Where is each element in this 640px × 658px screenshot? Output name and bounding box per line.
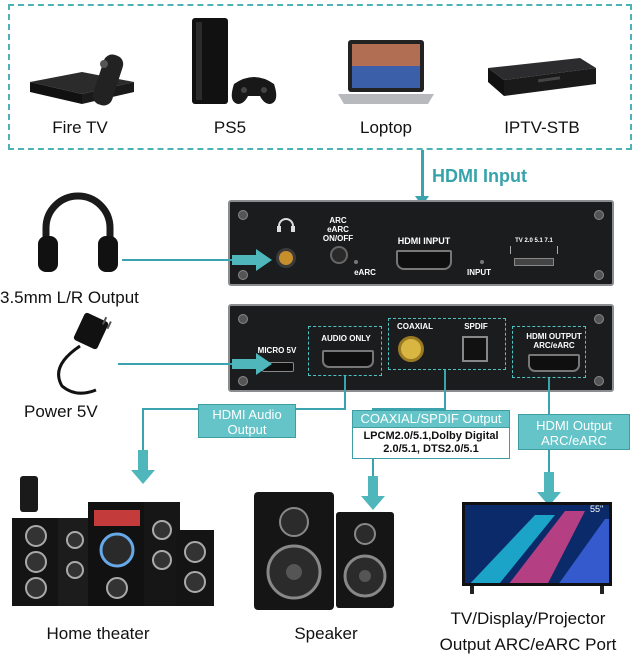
coaxial-label: COAXIAL <box>397 322 433 331</box>
hdmi-input-port-label: HDMI INPUT <box>397 236 451 246</box>
earc-text: eARC <box>327 225 349 234</box>
source-label-fire-tv: Fire TV <box>52 118 108 137</box>
power-adapter-icon <box>57 312 112 395</box>
hdmi-audio-callout: HDMI Audio Output <box>198 404 296 438</box>
hdmi-input-line <box>421 150 424 196</box>
source-label-laptop: Loptop <box>360 118 412 137</box>
screw <box>238 270 248 280</box>
hdmi-output-callout: HDMI Output ARC/eARC <box>518 414 630 450</box>
tv-label-line2: Output ARC/eARC Port <box>439 635 617 654</box>
input-label: INPUT <box>467 268 491 277</box>
laptop-icon <box>338 40 434 104</box>
home-theater-icon <box>12 476 214 606</box>
coaxial-spdif-highlight <box>388 318 506 370</box>
earc-label: eARC <box>354 268 376 277</box>
coaxial-spdif-formats: LPCM2.0/5.1,Dolby Digital 2.0/5.1, DTS2.… <box>352 428 510 459</box>
power-line <box>118 363 264 365</box>
screw <box>238 314 248 324</box>
screw <box>238 376 248 386</box>
headphone-arrow-icon <box>232 249 272 271</box>
hdmi-input-label: HDMI Input <box>432 166 527 186</box>
arc-switch-button[interactable] <box>330 246 348 264</box>
home-theater-label: Home theater <box>46 624 150 643</box>
onoff-text: ON/OFF <box>322 234 354 243</box>
headphone-jack <box>276 248 296 268</box>
headphones-icon <box>38 192 118 272</box>
screw <box>238 210 248 220</box>
formats-line1: LPCM2.0/5.1,Dolby Digital <box>363 430 499 442</box>
spdif-port <box>462 336 488 362</box>
audio-only-label: AUDIO ONLY <box>321 334 371 343</box>
tv-screen-art <box>470 511 609 583</box>
hdmi-output-highlight <box>512 326 586 378</box>
power-arrow-icon <box>232 353 272 375</box>
ps5-icon <box>192 18 277 104</box>
arc-text: ARC <box>329 216 347 225</box>
hdmi-input-port <box>396 250 452 270</box>
fire-tv-icon <box>30 54 134 106</box>
input-led <box>480 260 484 264</box>
mode-ticks <box>510 246 558 254</box>
headphone-line <box>122 259 264 261</box>
hdmi-audio-arrow-icon <box>131 450 155 484</box>
hdmi-output-line <box>548 378 550 428</box>
speaker-label: Speaker <box>294 624 358 643</box>
hdmi-output-callout-line1: HDMI Output <box>536 418 612 433</box>
headphone-output-label: 3.5mm L/R Output <box>0 288 139 307</box>
speaker-icon <box>254 492 394 610</box>
coaxial-line <box>372 408 446 410</box>
source-label-ps5: PS5 <box>213 118 247 137</box>
arc-earc-text: ARC/eARC <box>533 341 575 350</box>
tv-icon <box>462 502 612 586</box>
tv-leg <box>600 586 604 594</box>
formats-line2: 2.0/5.1, DTS2.0/5.1 <box>383 443 479 455</box>
micro5v-label: MICRO 5V <box>257 346 297 355</box>
headphone-small-icon <box>277 218 295 232</box>
hdmi-audio-callout-line1: HDMI Audio <box>212 407 282 422</box>
hdmi-output-arrow-icon <box>537 472 561 506</box>
hdmi-output-port-label: HDMI OUTPUT ARC/eARC <box>516 332 592 350</box>
source-label-iptv-stb: IPTV-STB <box>504 118 580 137</box>
mode-labels: TV 2.0 5.1 7.1 <box>515 238 553 244</box>
screw <box>594 210 604 220</box>
screw <box>594 314 604 324</box>
hdmi-output-callout-line2: ARC/eARC <box>541 433 607 448</box>
spdif-label: SPDIF <box>464 322 488 331</box>
coaxial-port <box>398 336 424 362</box>
coaxial-arrow-icon <box>361 476 385 510</box>
power-label: Power 5V <box>24 402 98 421</box>
hdmi-audio-callout-line2: Output <box>227 422 267 437</box>
audio-only-highlight <box>308 326 382 376</box>
screw <box>594 376 604 386</box>
hdmi-output-text: HDMI OUTPUT <box>526 332 582 341</box>
front-panel: ARC eARC ON/OFF eARC HDMI INPUT INPUT TV… <box>228 200 614 286</box>
tv-label-line1: TV/Display/Projector <box>450 609 606 628</box>
tv-label: TV/Display/Projector Output ARC/eARC Por… <box>420 606 636 658</box>
mode-switch[interactable] <box>514 258 554 266</box>
arc-switch-label: ARC eARC ON/OFF <box>318 216 358 243</box>
hdmi-output-line <box>548 448 550 488</box>
hdmi-audio-line <box>344 376 346 410</box>
coaxial-line <box>444 370 446 410</box>
audio-only-port <box>322 350 374 368</box>
screw <box>594 270 604 280</box>
tv-leg <box>470 586 474 594</box>
source-devices-frame <box>8 4 632 150</box>
earc-led <box>354 260 358 264</box>
coaxial-spdif-callout: COAXIAL/SPDIF Output <box>352 410 510 428</box>
set-top-box-icon <box>488 58 596 96</box>
hdmi-audio-line <box>142 408 144 470</box>
tv-size-label: 55" <box>590 504 604 514</box>
hdmi-output-port <box>528 354 580 372</box>
